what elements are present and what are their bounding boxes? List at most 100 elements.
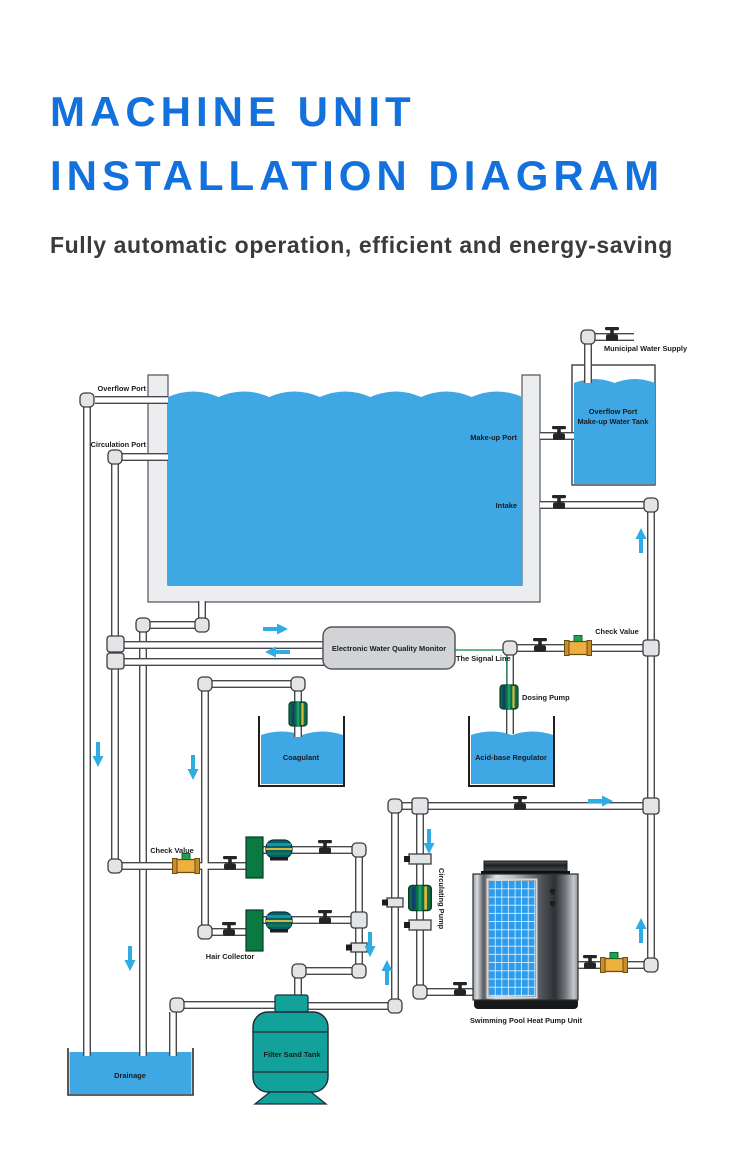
drainage-water <box>69 1052 192 1094</box>
pipe-elbow-icon <box>643 497 659 513</box>
pipe-elbow-icon <box>580 329 596 345</box>
pipe-union-icon <box>382 897 404 908</box>
flow-arrow-down-icon <box>423 829 435 854</box>
check-valve-icon <box>599 951 629 974</box>
pump-icon <box>264 838 294 862</box>
page-subtitle: Fully automatic operation, efficient and… <box>50 232 673 258</box>
label-signal-line: The Signal Line <box>456 654 511 663</box>
heat-pump-unit <box>472 860 579 1009</box>
acid-base-walls <box>468 716 555 787</box>
pipe-union-icon <box>404 853 432 865</box>
pump-icon <box>264 910 294 934</box>
flow-arrow-down-icon <box>187 755 199 780</box>
coagulant-tank <box>258 716 345 787</box>
grille-grid <box>489 881 535 996</box>
check-valve-icon <box>171 852 201 875</box>
flow-arrow-right-icon <box>263 623 288 635</box>
pipe-elbow-icon <box>169 997 185 1013</box>
pipe-elbow-icon <box>291 963 307 979</box>
hair-collector-icon <box>245 909 264 952</box>
vent-icon <box>550 889 555 895</box>
filter-stand <box>253 1091 328 1105</box>
label-coagulant: Coagulant <box>283 753 320 762</box>
pipe-elbow-icon <box>412 984 428 1000</box>
label-check-value-right: Check Value <box>595 627 639 636</box>
filter-bands <box>253 1031 328 1073</box>
label-heat-pump-unit: Swimming Pool Heat Pump Unit <box>470 1016 583 1025</box>
label-filter-sand-tank: Filter Sand Tank <box>264 1050 322 1059</box>
pipe-union-icon <box>346 942 368 953</box>
grille-frame <box>486 878 538 999</box>
makeup-tank-water <box>574 379 655 484</box>
filter-sand-tank <box>252 994 329 1105</box>
pipe-elbow-icon <box>107 449 123 465</box>
page-title-line2: INSTALLATION DIAGRAM <box>50 152 665 199</box>
pipe-elbow-icon <box>107 858 123 874</box>
pipe-tee-icon <box>411 797 429 815</box>
pipe-elbow-icon <box>79 392 95 408</box>
pipe-elbow-icon <box>197 676 213 692</box>
header: MACHINE UNIT INSTALLATION DIAGRAM Fully … <box>50 80 673 259</box>
filter-head <box>274 994 309 1013</box>
flow-arrow-up-icon <box>381 960 393 985</box>
flow-arrow-down-icon <box>124 946 136 971</box>
pipe-tee-icon <box>642 639 660 657</box>
pipe-tee-icon <box>106 652 125 670</box>
pipe-tee-icon <box>350 911 368 929</box>
water-quality-monitor: Electronic Water Quality Monitor <box>322 626 456 670</box>
flow-arrow-up-icon <box>635 918 647 943</box>
pipe-elbow-icon <box>135 617 151 633</box>
heat-pump-rim <box>481 871 570 875</box>
label-dosing-pump: Dosing Pump <box>522 693 570 702</box>
pipe-elbow-icon <box>502 640 518 656</box>
acid-base-water <box>471 731 553 784</box>
monitor-box <box>322 626 456 670</box>
check-valve-icon <box>563 634 593 657</box>
pipe-union-icon <box>404 919 432 931</box>
pipe-elbow-icon <box>351 842 367 858</box>
coagulant-water <box>261 731 343 784</box>
pipe-elbow-icon <box>643 957 659 973</box>
label-monitor: Electronic Water Quality Monitor <box>332 644 446 653</box>
fittings <box>79 329 660 1014</box>
label-circulating-pump: Circulating Pump <box>437 868 446 930</box>
label-municipal-water-supply: Municipal Water Supply <box>604 344 688 353</box>
dosing-pump-icon <box>287 700 309 728</box>
acid-base-tank <box>468 716 555 787</box>
coagulant-walls <box>258 716 345 787</box>
pipe-elbow-icon <box>387 798 403 814</box>
pipe-elbow-icon <box>290 676 306 692</box>
pipe-elbow-icon <box>387 998 403 1014</box>
label-tank-line1: Overflow Port <box>589 407 638 416</box>
label-drainage: Drainage <box>114 1071 146 1080</box>
heat-pump-base <box>474 998 578 1009</box>
label-overflow-port: Overflow Port <box>98 384 147 393</box>
label-circulation-port: Circulation Port <box>91 440 147 449</box>
label-make-up-port: Make-up Port <box>470 433 517 442</box>
label-acid-base-regulator: Acid-base Regulator <box>475 753 547 762</box>
makeup-water-tank <box>571 364 656 486</box>
pipe-tee-icon <box>642 797 660 815</box>
diagram-labels: Overflow Port Circulation Port Make-up P… <box>91 344 688 1080</box>
label-hair-collector: Hair Collector <box>206 952 255 961</box>
pipe-elbow-icon <box>197 924 213 940</box>
drainage-walls <box>67 1048 194 1096</box>
flow-arrow-up-icon <box>635 528 647 553</box>
pipe-tee-icon <box>106 635 125 653</box>
label-intake: Intake <box>496 501 517 510</box>
drainage-basin <box>67 1048 194 1096</box>
vent-icon <box>550 901 555 907</box>
pipe-elbow-icon <box>351 963 367 979</box>
pipe-elbow-icon <box>194 617 210 633</box>
pool-water <box>168 391 523 585</box>
hair-collectors <box>245 836 294 952</box>
page-title-line1: MACHINE UNIT <box>50 88 416 135</box>
label-tank-line2: Make-up Water Tank <box>577 417 649 426</box>
pool <box>147 374 541 603</box>
dosing-pump-icon <box>498 683 520 711</box>
label-check-value-left: Check Value <box>150 846 194 855</box>
flow-arrow-down-icon <box>92 742 104 767</box>
hair-collector-icon <box>245 836 264 879</box>
